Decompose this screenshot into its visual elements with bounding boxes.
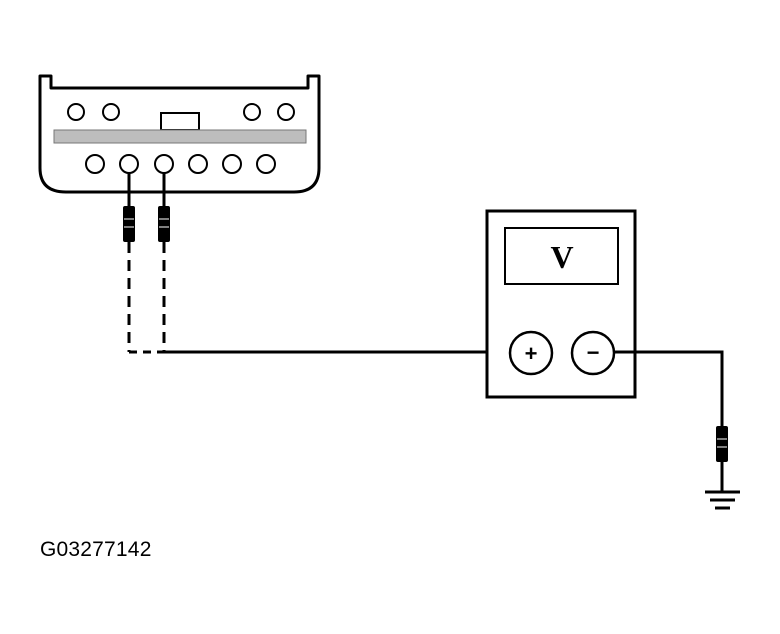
probe-tip (158, 206, 170, 242)
probe-tip (716, 426, 728, 462)
connector-pin (85, 154, 105, 174)
connector-pin (222, 154, 242, 174)
voltmeter: V + − (485, 209, 637, 399)
connector-pin (67, 103, 85, 121)
probe-lead-2 (158, 173, 170, 352)
voltmeter-display-label: V (550, 239, 573, 275)
figure-id: G03277142 (40, 538, 152, 561)
ground-lead (614, 350, 728, 491)
probe-tip (123, 206, 135, 242)
connector-pin (243, 103, 261, 121)
connector-pin (277, 103, 295, 121)
connector-pin (154, 154, 174, 174)
probe-lead-1 (123, 173, 164, 354)
connector-latch (160, 112, 200, 131)
connector-rib (53, 129, 307, 144)
connector-pin (188, 154, 208, 174)
connector-pin (119, 154, 139, 174)
positive-terminal-label: + (525, 341, 538, 366)
ground-symbol-icon (705, 490, 740, 510)
voltmeter-display (504, 227, 619, 285)
connector (38, 74, 321, 194)
connector-pin (102, 103, 120, 121)
connector-pin (256, 154, 276, 174)
negative-terminal-label: − (587, 340, 600, 365)
positive-terminal (508, 330, 554, 376)
